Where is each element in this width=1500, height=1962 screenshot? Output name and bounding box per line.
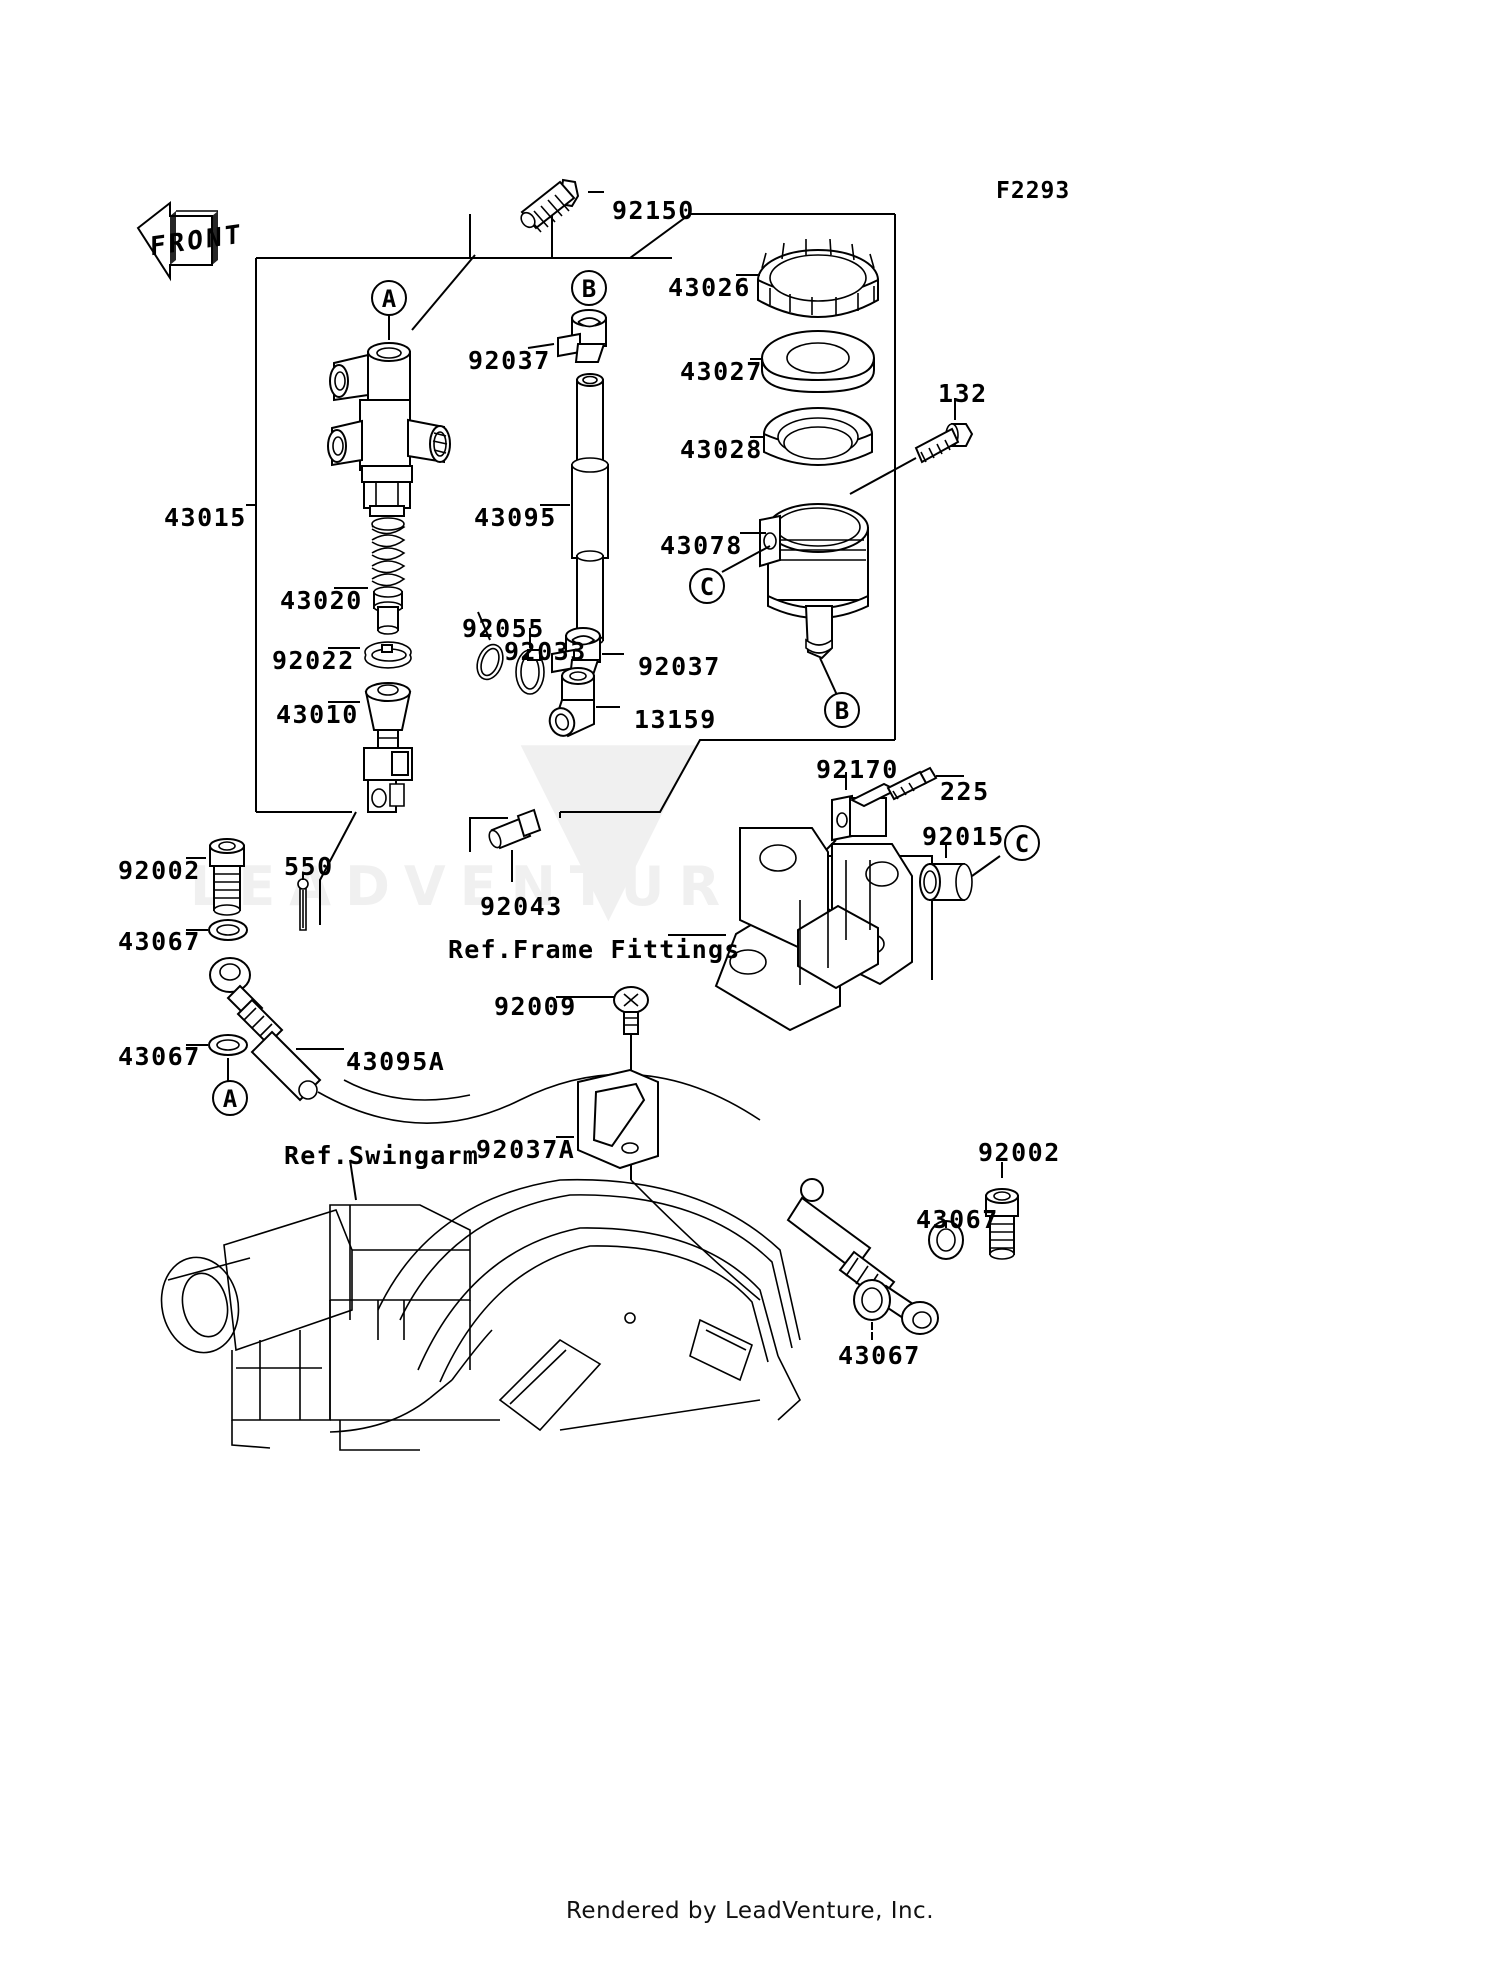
part-43095-hose bbox=[540, 373, 609, 646]
leader-92043-group bbox=[319, 811, 508, 925]
part-43067-washer-1 bbox=[186, 919, 248, 941]
part-43067-washer-4 bbox=[853, 1279, 891, 1330]
part-43078-reservoir bbox=[721, 503, 869, 707]
part-13159-joint bbox=[548, 667, 620, 738]
callout-C-right: C bbox=[1004, 825, 1040, 861]
part-43020-spring bbox=[334, 517, 406, 635]
part-number-label: 92022 bbox=[272, 646, 355, 675]
part-92002-bolt-left bbox=[186, 838, 245, 916]
part-92037-clamp-top bbox=[527, 288, 607, 363]
part-43067-washer-2 bbox=[186, 1034, 248, 1082]
svg-text:A: A bbox=[223, 1085, 238, 1113]
part-number-label: 92037A bbox=[476, 1135, 576, 1164]
part-number-label: 43078 bbox=[660, 531, 743, 560]
part-number-label: 92002 bbox=[978, 1138, 1061, 1167]
callout-A-top: A bbox=[371, 280, 407, 316]
callout-C-mid: C bbox=[689, 568, 725, 604]
part-number-label: 43027 bbox=[680, 357, 763, 386]
callout-B-right: B bbox=[824, 692, 860, 728]
part-number-label: 550 bbox=[284, 852, 334, 881]
part-number-label: 43015 bbox=[164, 503, 247, 532]
part-number-label: 132 bbox=[938, 379, 988, 408]
part-number-label: 43067 bbox=[118, 1042, 201, 1071]
part-43095A-hose bbox=[209, 957, 761, 1124]
part-number-label: 43095 bbox=[474, 503, 557, 532]
callout-A-bottom: A bbox=[212, 1080, 248, 1116]
part-number-label: 43067 bbox=[118, 927, 201, 956]
part-number-label: 13159 bbox=[634, 705, 717, 734]
group-outline-right-box bbox=[559, 213, 896, 818]
ref-swingarm-drawing bbox=[160, 1159, 801, 1451]
part-number-label: 92037 bbox=[638, 652, 721, 681]
svg-text:C: C bbox=[700, 573, 714, 601]
part-number-label: 92033 bbox=[504, 637, 587, 666]
callout-B-top: B bbox=[571, 270, 607, 306]
part-number-label: 92002 bbox=[118, 856, 201, 885]
part-number-label: 92043 bbox=[480, 892, 563, 921]
svg-text:C: C bbox=[1015, 830, 1029, 858]
part-92043-pin bbox=[488, 808, 542, 882]
part-number-label: 43026 bbox=[668, 273, 751, 302]
part-number-label: 43020 bbox=[280, 586, 363, 615]
part-92022-circlip bbox=[328, 641, 412, 669]
part-number-label: 43028 bbox=[680, 435, 763, 464]
part-550-cotter-pin bbox=[297, 872, 309, 931]
part-132-bolt bbox=[849, 398, 974, 495]
part-43026-reservoir-cap bbox=[736, 238, 879, 318]
part-number-label: 92055 bbox=[462, 614, 545, 643]
ref-frame-fittings-bracket bbox=[668, 827, 913, 1032]
part-92015-nut bbox=[919, 842, 1001, 901]
part-number-label: 43095A bbox=[346, 1047, 446, 1076]
part-43027-plate bbox=[750, 330, 875, 394]
part-number-label: 92009 bbox=[494, 992, 577, 1021]
part-92037A-clamp bbox=[556, 1068, 659, 1170]
part-92033-snapring bbox=[515, 628, 545, 695]
diagram-code: F2293 bbox=[996, 178, 1071, 204]
part-number-label: 92170 bbox=[816, 755, 899, 784]
svg-text:A: A bbox=[382, 285, 397, 313]
part-92150-bolt bbox=[520, 178, 604, 233]
part-92170-clamp bbox=[817, 772, 933, 980]
part-number-label: 92015 bbox=[922, 822, 1005, 851]
part-92009-screw bbox=[556, 986, 649, 1180]
part-number-label: 43010 bbox=[276, 700, 359, 729]
front-arrow-marker bbox=[136, 200, 218, 282]
group-outline-43015 bbox=[246, 206, 672, 813]
part-number-label: 225 bbox=[940, 777, 990, 806]
part-92055-oring bbox=[476, 611, 504, 681]
svg-text:B: B bbox=[582, 275, 596, 303]
part-number-label: 43067 bbox=[838, 1341, 921, 1370]
reference-label: Ref.Swingarm bbox=[284, 1141, 480, 1170]
part-number-label: 92150 bbox=[612, 196, 695, 225]
svg-text:B: B bbox=[835, 697, 849, 725]
part-43028-diaphragm bbox=[750, 407, 873, 466]
part-43067-washer-3 bbox=[928, 1220, 964, 1260]
part-number-label: 92037 bbox=[468, 346, 551, 375]
part-number-label: 43067 bbox=[916, 1205, 999, 1234]
footer-credit: Rendered by LeadVenture, Inc. bbox=[565, 1898, 935, 1924]
part-43015-master-cylinder bbox=[327, 310, 451, 517]
part-43010-piston bbox=[328, 682, 413, 813]
part-92002-bolt-right bbox=[985, 1162, 1019, 1260]
part-225-screw bbox=[886, 766, 964, 801]
reference-label: Ref.Frame Fittings bbox=[448, 935, 741, 964]
